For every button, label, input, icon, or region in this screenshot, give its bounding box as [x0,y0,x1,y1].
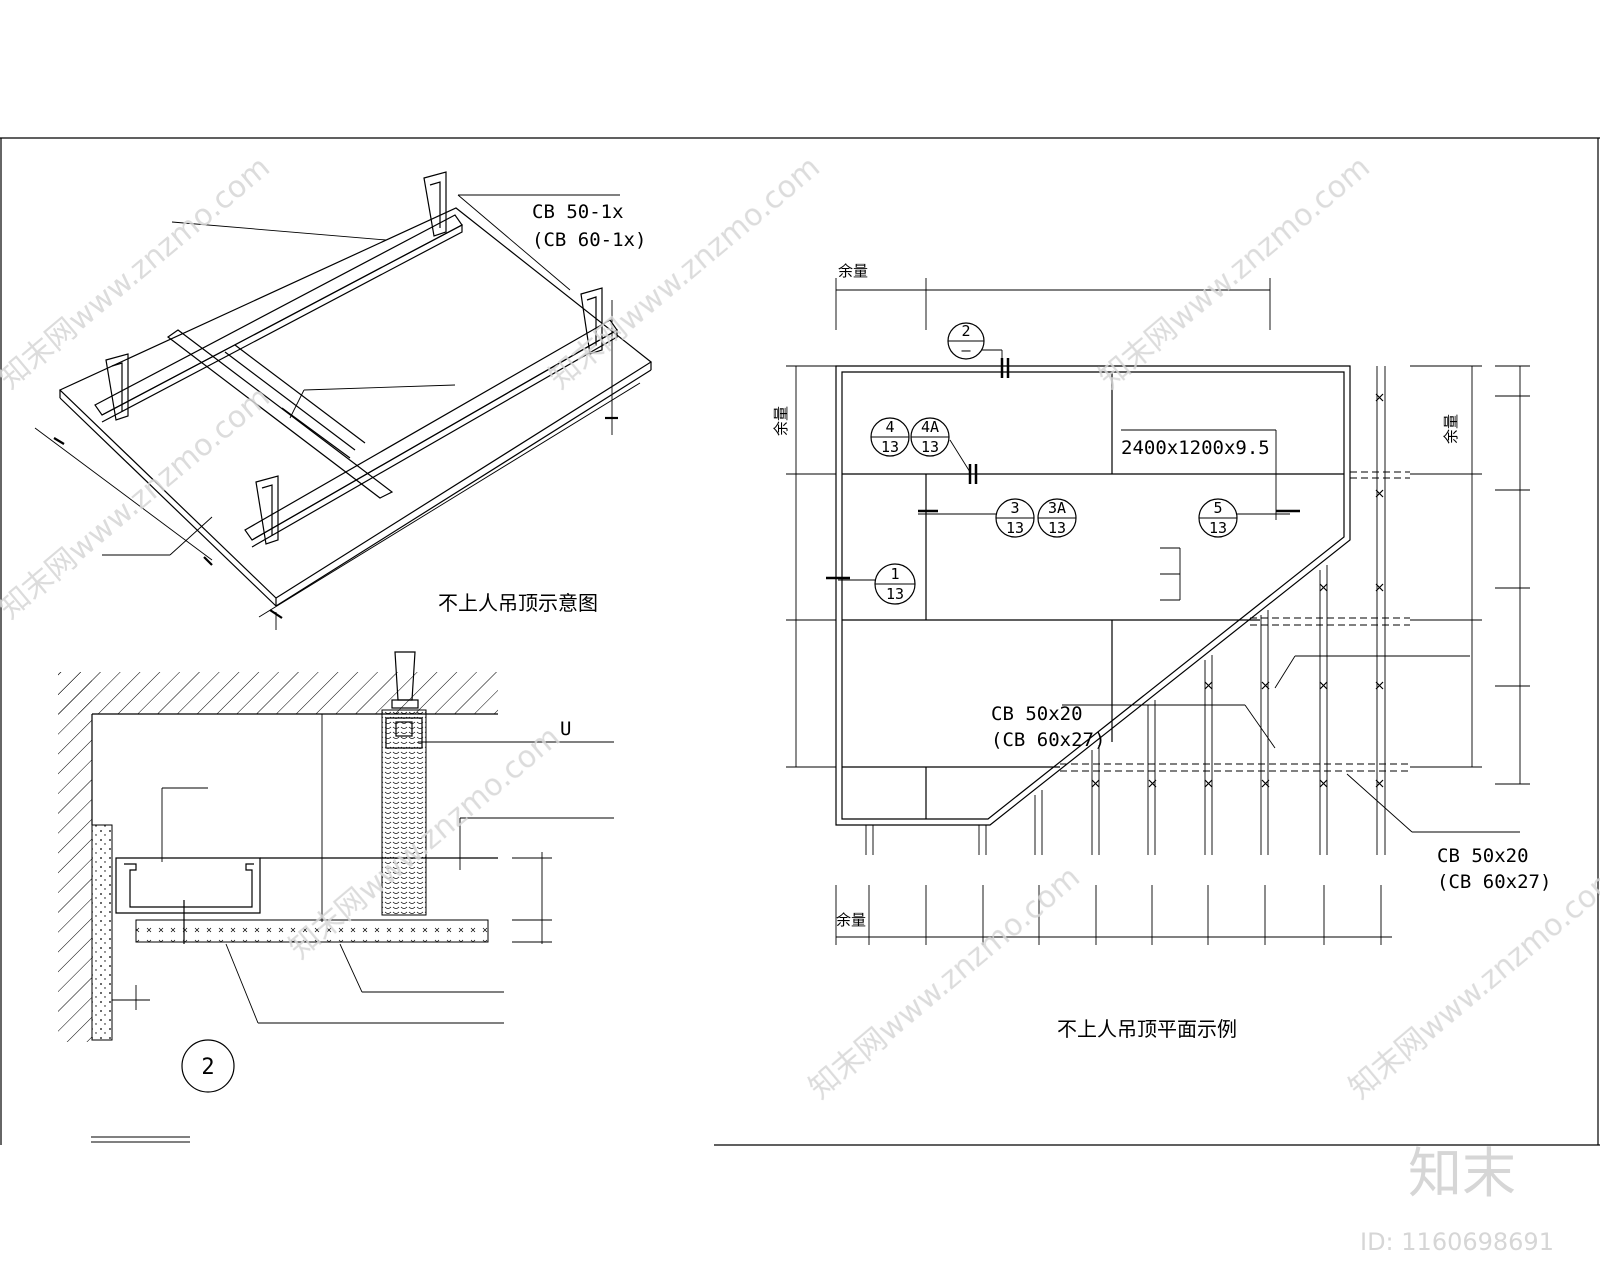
iso-callout-line-1: CB 50-1x [532,201,624,223]
plan-dim-left-label: 余量 [772,406,790,436]
plan-tag-3-top: 3 [1010,499,1019,517]
watermark-text: 知末网www.znzmo.com [803,860,1087,1106]
plan-tag-4-bottom: 13 [881,438,899,456]
plan-tag-2: 2 — [947,322,985,360]
iso-callout-line-2: (CB 60-1x) [532,229,646,251]
iso-caption: 不上人吊顶示意图 [438,591,598,615]
plan-tag-3a-bottom: 13 [1048,519,1066,537]
plan-tag-4: 4 13 [870,417,910,457]
plan-tag-2-bottom: — [961,341,971,359]
section-label-u: U [560,718,571,740]
plan-tag-5: 5 13 [1198,498,1238,538]
plan-dim-bottom-label: 余量 [836,911,866,929]
section-tag: 2 [201,1055,214,1080]
plan-tag-5-top: 5 [1213,499,1222,517]
watermark-layer: 知末网www.znzmo.com 知末网www.znzmo.com 知末网www… [0,150,1600,1106]
plan-callout-b-line-2: (CB 60x27) [1437,871,1551,893]
plan-tag-2-top: 2 [961,322,970,340]
plan-tag-3: 3 13 [995,498,1035,538]
watermark-text: 知末网www.znzmo.com [543,150,827,396]
watermark-id: ID: 1160698691 [1360,1228,1554,1256]
watermark-text: 知末网www.znzmo.com [0,380,277,626]
plan-tag-1: 1 13 [874,563,916,605]
plan-tag-3a-top: 3A [1048,499,1066,517]
watermark-logo: 知末 [1408,1142,1516,1205]
plan-tag-3-bottom: 13 [1006,519,1024,537]
plan-tag-4a-top: 4A [921,418,939,436]
plan-dim-top-label: 余量 [838,262,868,280]
plan-drawing [786,278,1530,945]
plan-tag-4-top: 4 [885,418,894,436]
plan-tag-5-bottom: 13 [1209,519,1227,537]
plan-callout-a-line-2: (CB 60x27) [991,729,1105,751]
plan-tag-4a-bottom: 13 [921,438,939,456]
plan-tag-3a: 3A 13 [1037,498,1077,538]
plan-callout-a-line-1: CB 50x20 [991,703,1083,725]
plan-callout-b-line-1: CB 50x20 [1437,845,1529,867]
section-detail-drawing [58,651,614,1143]
isometric-ceiling-drawing [34,171,653,630]
plan-caption: 不上人吊顶平面示例 [1057,1017,1237,1041]
plan-dim-right-label: 余量 [1442,414,1460,444]
sheet-frame [0,137,1600,1146]
plan-tag-4a: 4A 13 [910,417,950,457]
watermark-text: 知末网www.znzmo.com [1093,150,1377,396]
plan-tag-1-bottom: 13 [886,585,904,603]
board-size-label: 2400x1200x9.5 [1121,437,1270,459]
plan-tag-1-top: 1 [890,565,899,583]
